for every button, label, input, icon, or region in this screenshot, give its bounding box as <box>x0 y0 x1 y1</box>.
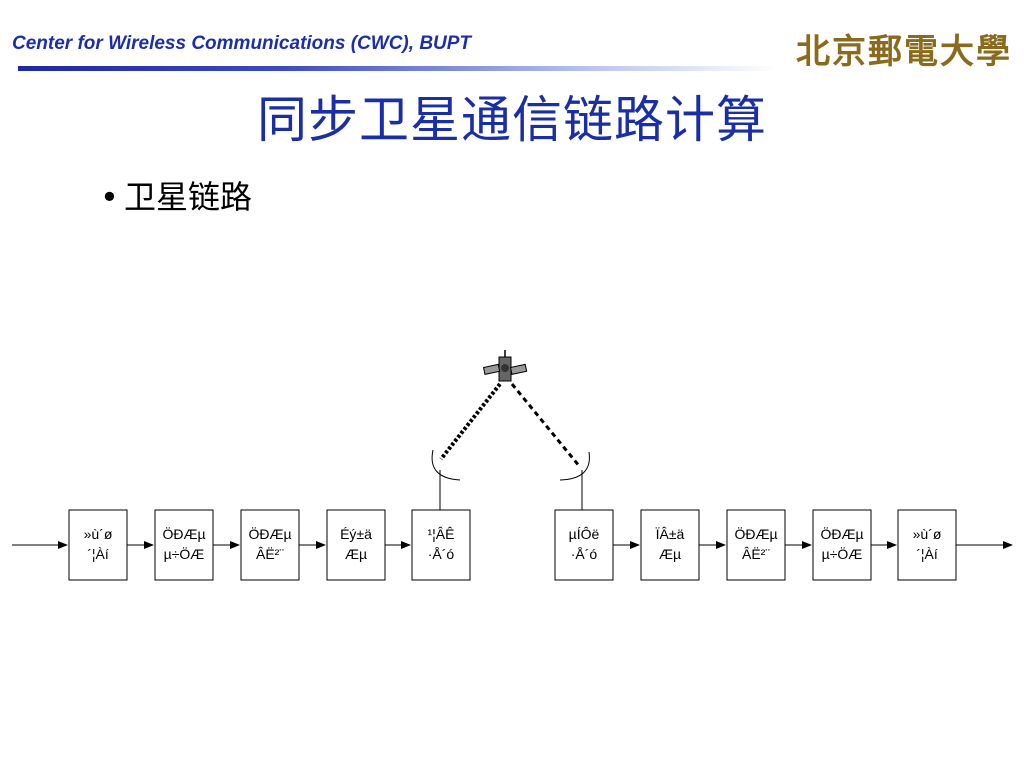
block-if-modulation-tx <box>154 509 214 581</box>
bullet-text: 卫星链路 <box>124 178 253 216</box>
header-divider <box>18 66 778 71</box>
header-org-text: Center for Wireless Communications (CWC)… <box>12 33 472 54</box>
block-if-demodulation-rx <box>812 509 872 581</box>
block-if-filter-tx <box>240 509 300 581</box>
uplink-beam <box>439 382 502 461</box>
block-power-amplifier <box>411 509 471 581</box>
block-upconverter <box>326 509 386 581</box>
transmit-antenna-icon <box>431 449 461 510</box>
block-label-6: µÍÔë·Å´ó <box>568 526 600 562</box>
block-label-1: »ù´ø´¦Àí <box>83 526 113 562</box>
block-downconverter <box>640 509 700 581</box>
block-label-10: »ù´ø´¦Àí <box>912 526 942 562</box>
page-title: 同步卫星通信链路计算 <box>257 91 767 149</box>
block-if-filter-rx <box>726 509 786 581</box>
university-logo: 北京郵電大學 <box>796 32 1012 72</box>
block-baseband-processing-rx <box>897 509 957 581</box>
receive-antenna-icon <box>559 451 590 510</box>
downlink-beam <box>510 383 582 468</box>
bullet-item: •卫星链路 <box>100 172 252 218</box>
satellite-icon <box>482 350 528 382</box>
bullet-icon: • <box>100 178 119 216</box>
block-baseband-processing-tx <box>68 509 128 581</box>
block-label-5: ¹¦ÂÊ·Å´ó <box>427 526 455 562</box>
